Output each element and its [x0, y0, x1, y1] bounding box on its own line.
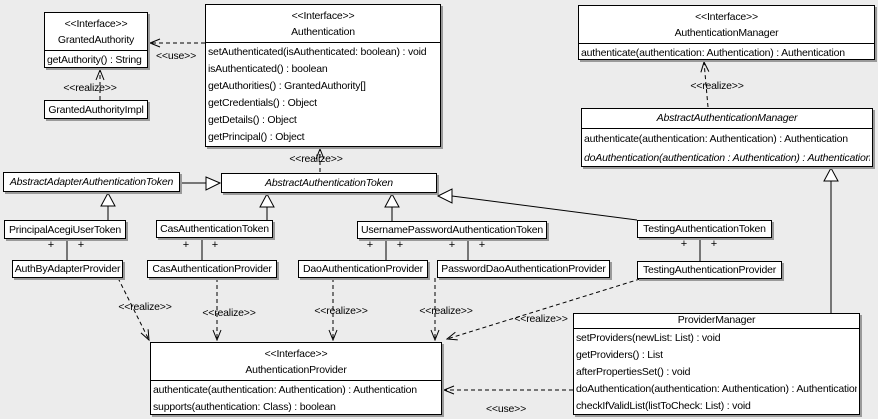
method: setProviders(newList: List) : void: [576, 332, 721, 344]
class-name: ProviderManager: [574, 314, 859, 329]
class-name: AbstractAuthenticationToken: [265, 177, 393, 189]
class-auth-by-adapter-provider[interactable]: AuthByAdapterProvider: [12, 260, 123, 278]
class-name: TestingAuthenticationToken: [643, 223, 766, 235]
class-cas-authentication-provider[interactable]: CasAuthenticationProvider: [147, 260, 277, 278]
realize-label: <<realize>>: [514, 313, 568, 325]
assoc-plus: +: [47, 239, 55, 251]
class-principal-acegi-user-token[interactable]: PrincipalAcegiUserToken: [4, 220, 126, 239]
method: getAuthority() : String: [47, 54, 142, 66]
method: getDetails() : Object: [208, 114, 297, 126]
realize-label: <<realize>>: [63, 82, 117, 94]
edge-gen-testingtoken: [451, 195, 638, 221]
edge-realize-abstractmanager-manager: [704, 62, 708, 108]
class-name: DaoAuthenticationProvider: [303, 263, 423, 275]
method: getCredentials() : Object: [208, 97, 317, 109]
edge-realize-testingprovider: [447, 278, 641, 339]
class-name: AuthenticationProvider: [245, 364, 347, 376]
class-name: CasAuthenticationProvider: [152, 263, 272, 275]
method: supports(authentication: Class) : boolea…: [153, 401, 336, 413]
class-authentication-manager[interactable]: <<Interface>> AuthenticationManager auth…: [578, 5, 875, 60]
class-name: UsernamePasswordAuthenticationToken: [360, 224, 544, 236]
class-name: PasswordDaoAuthenticationProvider: [441, 263, 606, 275]
class-name: AuthenticationManager: [674, 27, 779, 39]
class-abstract-authentication-manager[interactable]: AbstractAuthenticationManager authentica…: [581, 108, 873, 167]
gen-triangle-principaltoken: [100, 191, 116, 207]
method: doAuthentication(authentication: Authent…: [576, 383, 857, 395]
class-name: PrincipalAcegiUserToken: [8, 223, 122, 236]
class-granted-authority-impl[interactable]: GrantedAuthorityImpl: [44, 100, 148, 119]
class-granted-authority[interactable]: <<Interface>> GrantedAuthority getAuthor…: [44, 12, 148, 68]
assoc-plus: +: [182, 239, 190, 251]
method: authenticate(authentication: Authenticat…: [153, 384, 417, 396]
edge-realize-authbyadapter: [117, 277, 149, 340]
class-name: AuthByAdapterProvider: [14, 263, 121, 275]
class-name: Authentication: [291, 26, 355, 38]
class-username-password-authentication-token[interactable]: UsernamePasswordAuthenticationToken: [357, 221, 547, 239]
method: authenticate(authentication: Authenticat…: [584, 133, 848, 145]
realize-label: <<realize>>: [118, 301, 172, 313]
method: getPrincipal() : Object: [208, 131, 305, 143]
gen-triangle-testingtoken: [436, 188, 453, 204]
assoc-plus: +: [478, 239, 486, 251]
use-label: <<use>>: [155, 50, 197, 62]
realize-label: <<realize>>: [314, 305, 368, 317]
method: afterPropertiesSet() : void: [576, 366, 691, 378]
gen-triangle-providermanager: [823, 166, 839, 182]
stereotype: <<Interface>>: [291, 10, 355, 22]
realize-label: <<realize>>: [289, 153, 343, 165]
class-password-dao-authentication-provider[interactable]: PasswordDaoAuthenticationProvider: [437, 260, 610, 278]
realize-label: <<realize>>: [202, 307, 256, 319]
class-authentication[interactable]: <<Interface>> Authentication setAuthenti…: [205, 4, 441, 147]
assoc-plus: +: [448, 239, 456, 251]
class-name: AbstractAuthenticationManager: [582, 109, 872, 129]
class-name: GrantedAuthorityImpl: [48, 103, 144, 116]
assoc-plus: +: [710, 238, 718, 250]
class-provider-manager[interactable]: ProviderManager setProviders(newList: Li…: [573, 313, 860, 415]
method: checkIfValidList(listToCheck: List) : vo…: [576, 400, 751, 412]
assoc-plus: +: [77, 239, 85, 251]
stereotype: <<Interface>>: [264, 348, 328, 360]
method: doAuthentication(authentication : Authen…: [584, 152, 870, 164]
class-abstract-authentication-token[interactable]: AbstractAuthenticationToken: [221, 173, 437, 193]
method: getProviders() : List: [576, 349, 663, 361]
stereotype: <<Interface>>: [64, 18, 128, 30]
method: setAuthenticated(isAuthenticated: boolea…: [208, 46, 427, 58]
assoc-plus: +: [680, 238, 688, 250]
class-name: TestingAuthenticationProvider: [642, 264, 777, 276]
class-authentication-provider[interactable]: <<Interface>> AuthenticationProvider aut…: [150, 342, 442, 415]
use-label: <<use>>: [485, 403, 527, 415]
method: isAuthenticated() : boolean: [208, 63, 328, 75]
realize-label: <<realize>>: [419, 305, 473, 317]
method: getAuthorities() : GrantedAuthority[]: [208, 80, 366, 92]
assoc-plus: +: [396, 239, 404, 251]
stereotype: <<Interface>>: [695, 11, 758, 23]
assoc-plus: +: [366, 239, 374, 251]
class-dao-authentication-provider[interactable]: DaoAuthenticationProvider: [298, 260, 428, 278]
class-name: CasAuthenticationToken: [160, 223, 269, 235]
assoc-plus: +: [211, 239, 219, 251]
realize-label: <<realize>>: [690, 80, 744, 92]
class-name: GrantedAuthority: [57, 34, 135, 46]
class-abstract-adapter-authentication-token[interactable]: AbstractAdapterAuthenticationToken: [3, 172, 180, 192]
class-name: AbstractAdapterAuthenticationToken: [9, 176, 174, 188]
gen-triangle-upat: [384, 192, 400, 208]
method: authenticate(authentication: Authenticat…: [581, 47, 845, 59]
class-testing-authentication-provider[interactable]: TestingAuthenticationProvider: [637, 261, 782, 279]
class-testing-authentication-token[interactable]: TestingAuthenticationToken: [637, 220, 772, 238]
gen-triangle-adaptertoken: [205, 176, 222, 191]
gen-triangle-castoken: [259, 192, 275, 208]
class-cas-authentication-token[interactable]: CasAuthenticationToken: [156, 220, 273, 238]
